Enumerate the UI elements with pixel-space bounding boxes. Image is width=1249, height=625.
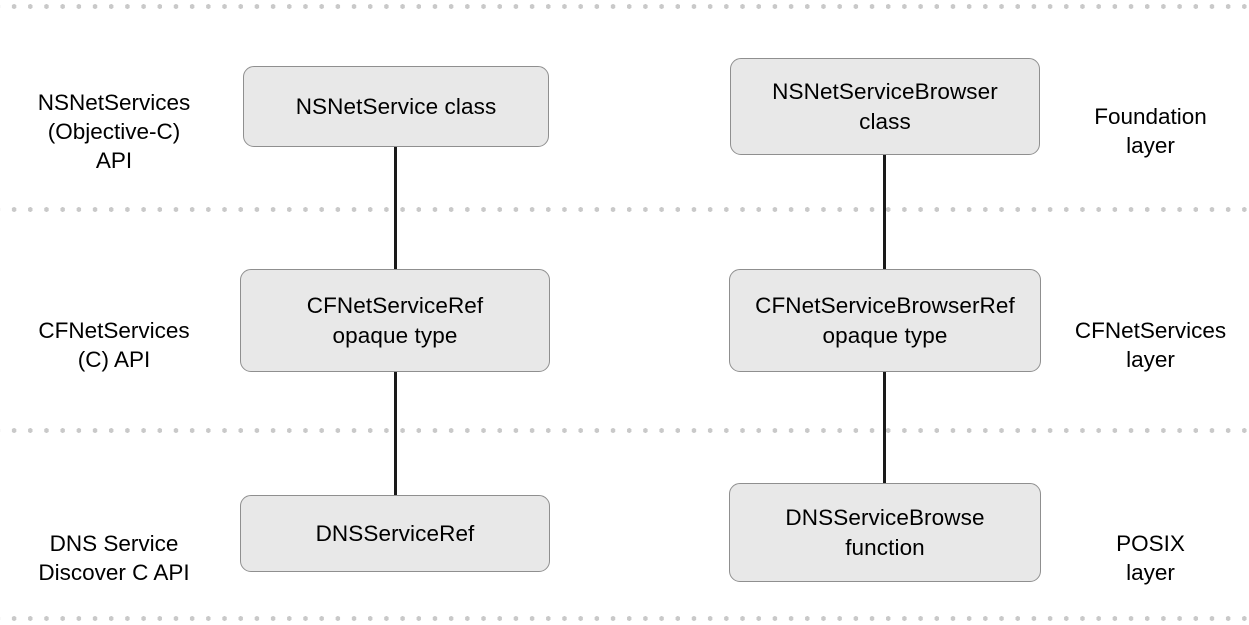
- node-cfnetserviceref-opaque-type-label: CFNetServiceRef opaque type: [306, 292, 484, 348]
- node-dnsservicebrowse-function[interactable]: DNSServiceBrowse function: [729, 483, 1041, 582]
- node-cfnetservicebrowserref-opaque-type-label: CFNetServiceBrowserRef opaque type: [755, 292, 1015, 348]
- node-nsnetservicebrowser-class-label: NSNetServiceBrowser class: [772, 78, 998, 134]
- row-2-left-caption-text: CFNetServices (C) API: [38, 318, 190, 372]
- connector-cfnetservicebrowserref-to-dnsservicebrowse: [883, 370, 886, 483]
- row-3-left-caption: DNS Service Discover C API: [0, 500, 228, 587]
- row-1-right-caption: Foundation layer: [1052, 73, 1249, 160]
- row-1-left-caption-text: NSNetServices (Objective-C) API: [37, 90, 191, 173]
- node-cfnetserviceref-opaque-type[interactable]: CFNetServiceRef opaque type: [240, 269, 550, 372]
- row-2-left-caption: CFNetServices (C) API: [0, 287, 228, 374]
- row-2-right-caption: CFNetServices layer: [1052, 287, 1249, 374]
- layer-divider-bottom: [0, 616, 1249, 621]
- node-dnsserviceref[interactable]: DNSServiceRef: [240, 495, 550, 572]
- connector-nsnetservice-to-cfnetserviceref: [394, 145, 397, 270]
- layer-divider-cfnet: [0, 428, 1249, 433]
- row-3-left-caption-text: DNS Service Discover C API: [38, 531, 190, 585]
- connector-cfnetserviceref-to-dnsserviceref: [394, 370, 397, 495]
- layer-divider-foundation: [0, 207, 1249, 212]
- row-1-left-caption: NSNetServices (Objective-C) API: [0, 59, 228, 175]
- layer-divider-top: [0, 4, 1249, 9]
- row-2-right-caption-text: CFNetServices layer: [1074, 318, 1227, 372]
- node-nsnetservicebrowser-class[interactable]: NSNetServiceBrowser class: [730, 58, 1040, 155]
- node-dnsserviceref-label: DNSServiceRef: [315, 520, 475, 546]
- node-nsnetservice-class-label: NSNetService class: [295, 93, 497, 119]
- row-1-right-caption-text: Foundation layer: [1094, 104, 1207, 158]
- node-nsnetservice-class[interactable]: NSNetService class: [243, 66, 549, 147]
- connector-nsnetservicebrowser-to-cfnetservicebrowserref: [883, 145, 886, 270]
- node-dnsservicebrowse-function-label: DNSServiceBrowse function: [785, 504, 985, 560]
- row-3-right-caption-text: POSIX layer: [1116, 531, 1185, 585]
- node-cfnetservicebrowserref-opaque-type[interactable]: CFNetServiceBrowserRef opaque type: [729, 269, 1041, 372]
- row-3-right-caption: POSIX layer: [1052, 500, 1249, 587]
